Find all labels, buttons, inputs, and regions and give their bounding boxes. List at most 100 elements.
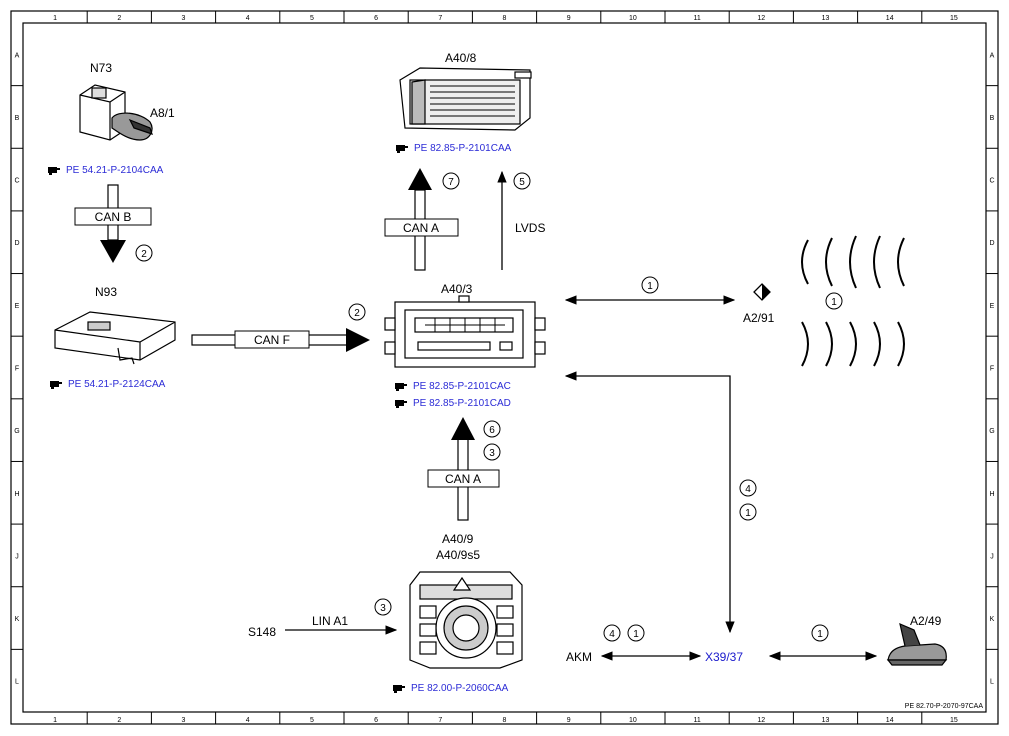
marker-x39-a: 4 <box>745 484 751 495</box>
link-x39-37 <box>564 371 735 634</box>
grid-row-label: F <box>990 366 994 373</box>
grid-row-label: F <box>15 366 19 373</box>
grid-col-label: 3 <box>182 717 186 724</box>
label-x39-37: X39/37 <box>705 650 743 664</box>
ignition-switch-icon <box>79 84 153 141</box>
marker-lvds: 5 <box>519 177 525 188</box>
grid-col-label: 5 <box>310 717 314 724</box>
grid-col-label: 2 <box>117 717 121 724</box>
marker-canb: 2 <box>141 249 147 260</box>
marker-lin: 3 <box>380 603 386 614</box>
reference-icon <box>396 145 408 153</box>
reference-icon <box>395 400 407 408</box>
reference-icon <box>48 167 60 175</box>
label-a40-9: A40/9 <box>442 532 474 546</box>
marker-circle <box>603 624 621 642</box>
bus-can-a-top: CAN A <box>403 221 439 235</box>
reference-icon <box>393 685 405 693</box>
ref-a40-8: PE 82.85-P-2101CAA <box>414 143 512 154</box>
marker-a2-91-link: 1 <box>647 281 653 292</box>
can-a-bottom-arrow <box>427 417 500 521</box>
grid-col-label: 9 <box>567 717 571 724</box>
grid-col-label: 8 <box>503 15 507 22</box>
reference-icon <box>395 383 407 391</box>
bus-can-a-bottom: CAN A <box>445 472 481 486</box>
controller-icon <box>409 571 523 669</box>
label-n73: N73 <box>90 61 112 75</box>
marker-circle <box>483 420 501 438</box>
control-unit-icon <box>54 311 176 365</box>
marker-circle <box>442 172 460 190</box>
grid-row-label: H <box>14 491 19 498</box>
grid-col-label: 13 <box>822 717 830 724</box>
marker-circle <box>739 503 757 521</box>
ref-a40-9: PE 82.00-P-2060CAA <box>411 683 509 694</box>
marker-cana-bottom-a: 6 <box>489 425 495 436</box>
grid-row-label: D <box>14 240 19 247</box>
grid-row-label: A <box>990 52 995 59</box>
label-a2-49: A2/49 <box>910 614 942 628</box>
grid-col-label: 9 <box>567 15 571 22</box>
antenna-diamond-icon <box>753 283 771 301</box>
grid-col-label: 3 <box>182 15 186 22</box>
can-f-arrow <box>191 328 370 352</box>
grid-row-label: J <box>15 553 19 560</box>
label-a2-91: A2/91 <box>743 311 775 325</box>
can-b-arrow <box>74 184 152 263</box>
marker-circle <box>627 624 645 642</box>
grid-row-label: L <box>990 679 994 686</box>
inner-frame <box>22 22 987 713</box>
marker-canf: 2 <box>354 308 360 319</box>
grid-row-label: B <box>15 115 20 122</box>
marker-akm-b: 1 <box>633 629 639 640</box>
display-unit-icon <box>399 67 532 131</box>
grid-col-label: 8 <box>503 717 507 724</box>
label-a8-1: A8/1 <box>150 106 175 120</box>
footer-code: PE 82.70-P-2070-97CAA <box>905 703 984 710</box>
radio-waves-icon <box>801 235 905 367</box>
ref-n73: PE 54.21-P-2104CAA <box>66 165 164 176</box>
grid-col-label: 1 <box>53 717 57 724</box>
roof-antenna-icon <box>886 622 948 666</box>
grid-col-label: 12 <box>757 15 765 22</box>
grid-row-label: G <box>14 428 19 435</box>
label-n93: N93 <box>95 285 117 299</box>
grid-col-label: 7 <box>438 717 442 724</box>
label-s148: S148 <box>248 625 276 639</box>
grid-row-label: B <box>990 115 995 122</box>
grid-row-label: J <box>990 553 994 560</box>
marker-circle <box>513 172 531 190</box>
grid-row-label: A <box>15 52 20 59</box>
grid-col-label: 15 <box>950 15 958 22</box>
grid-col-label: 1 <box>53 15 57 22</box>
ref-n93: PE 54.21-P-2124CAA <box>68 379 166 390</box>
marker-circle <box>348 303 366 321</box>
grid-col-label: 4 <box>246 15 250 22</box>
marker-circle <box>135 244 153 262</box>
grid-col-label: 6 <box>374 717 378 724</box>
marker-circle <box>374 598 392 616</box>
grid-row-label: C <box>989 178 994 185</box>
label-a40-3: A40/3 <box>441 282 473 296</box>
grid-col-label: 11 <box>693 15 700 22</box>
outer-frame <box>10 10 999 725</box>
grid-col-label: 12 <box>757 717 765 724</box>
grid-col-label: 10 <box>629 15 637 22</box>
ref-a40-3-2: PE 82.85-P-2101CAD <box>413 398 511 409</box>
marker-x39-b: 1 <box>745 508 751 519</box>
marker-cana-top: 7 <box>448 177 454 188</box>
label-a40-8: A40/8 <box>445 51 477 65</box>
marker-cana-bottom-b: 3 <box>489 448 495 459</box>
grid-row-label: L <box>15 679 19 686</box>
grid-col-label: 14 <box>886 15 894 22</box>
bus-lin-a1: LIN A1 <box>312 614 348 628</box>
grid-row-label: E <box>15 303 20 310</box>
grid-col-label: 13 <box>822 15 830 22</box>
marker-waves: 1 <box>831 297 837 308</box>
marker-a2-49: 1 <box>817 629 823 640</box>
ref-a40-3-1: PE 82.85-P-2101CAC <box>413 381 511 392</box>
grid-col-label: 15 <box>950 717 958 724</box>
grid-row-label: K <box>990 616 995 623</box>
grid-row-label: C <box>14 178 19 185</box>
